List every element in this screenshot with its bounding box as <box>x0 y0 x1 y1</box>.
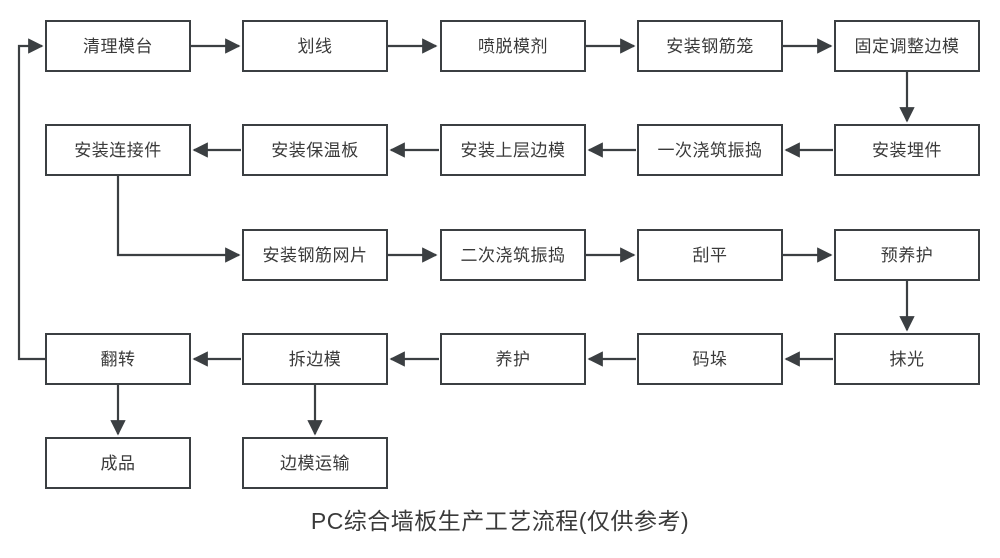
node-yuyanghu[interactable]: 预养护 <box>834 229 980 281</box>
node-qingli-motai[interactable]: 清理模台 <box>45 20 191 72</box>
node-label: 刮平 <box>692 245 728 265</box>
node-bianmo-yunshu[interactable]: 边模运输 <box>242 437 388 489</box>
node-maduo[interactable]: 码垛 <box>637 333 783 385</box>
node-label: 安装钢筋网片 <box>262 245 368 265</box>
node-guaping[interactable]: 刮平 <box>637 229 783 281</box>
node-anzhuang-baowenban[interactable]: 安装保温板 <box>242 124 388 176</box>
node-label: 清理模台 <box>83 36 153 56</box>
node-label: 码垛 <box>692 349 728 369</box>
node-label: 安装上层边模 <box>460 140 566 160</box>
node-label: 边模运输 <box>280 453 350 473</box>
node-label: 安装埋件 <box>872 140 942 160</box>
node-anzhuang-shangceng-bianmo[interactable]: 安装上层边模 <box>440 124 586 176</box>
node-label: 一次浇筑振捣 <box>657 140 763 160</box>
node-label: 安装钢筋笼 <box>666 36 754 56</box>
node-label: 翻转 <box>100 349 136 369</box>
node-anzhuang-gangjinlong[interactable]: 安装钢筋笼 <box>637 20 783 72</box>
node-anzhuang-lianjiejian[interactable]: 安装连接件 <box>45 124 191 176</box>
node-moguang[interactable]: 抹光 <box>834 333 980 385</box>
node-yici-jiaozhu-zhendao[interactable]: 一次浇筑振捣 <box>637 124 783 176</box>
node-label: 养护 <box>495 349 531 369</box>
node-guding-tiaozheng-bianmo[interactable]: 固定调整边模 <box>834 20 980 72</box>
diagram-title: PC综合墙板生产工艺流程(仅供参考) <box>310 508 690 534</box>
edge-n10-n11 <box>116 176 241 263</box>
node-label: 安装连接件 <box>74 140 162 160</box>
edge-n19-n1-feedback <box>17 38 45 361</box>
node-label: 二次浇筑振捣 <box>460 245 566 265</box>
node-label: 固定调整边模 <box>854 36 960 56</box>
node-label: 拆边模 <box>288 349 342 369</box>
node-label: 喷脱模剂 <box>478 36 548 56</box>
node-pen-tuomoji[interactable]: 喷脱模剂 <box>440 20 586 72</box>
node-chengpin[interactable]: 成品 <box>45 437 191 489</box>
node-anzhuang-maijian[interactable]: 安装埋件 <box>834 124 980 176</box>
node-erci-jiaozhu-zhendao[interactable]: 二次浇筑振捣 <box>440 229 586 281</box>
node-label: 安装保温板 <box>271 140 359 160</box>
node-label: 预养护 <box>880 245 934 265</box>
node-label: 抹光 <box>889 349 925 369</box>
node-anzhuang-gangjin-wangpian[interactable]: 安装钢筋网片 <box>242 229 388 281</box>
node-huaxian[interactable]: 划线 <box>242 20 388 72</box>
node-label: 成品 <box>100 453 136 473</box>
node-fanzhuan[interactable]: 翻转 <box>45 333 191 385</box>
node-chai-bianmo[interactable]: 拆边模 <box>242 333 388 385</box>
node-yanghu[interactable]: 养护 <box>440 333 586 385</box>
node-label: 划线 <box>297 36 333 56</box>
